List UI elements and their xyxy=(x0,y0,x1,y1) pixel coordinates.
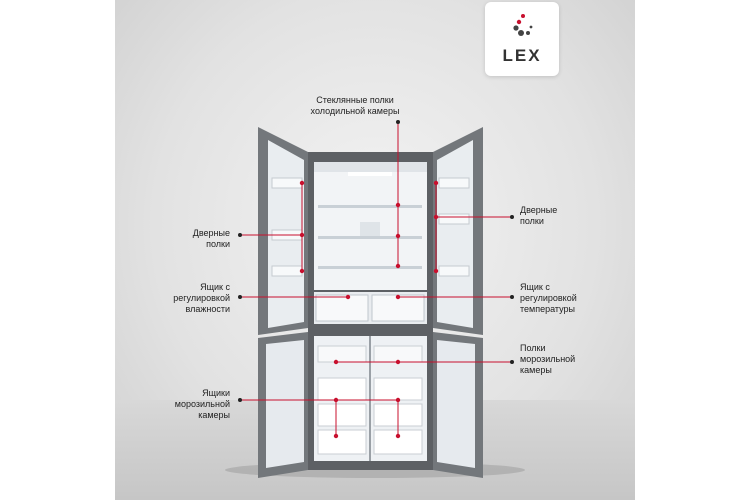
callout-humidity-drawer: Ящик с регулировкой влажности xyxy=(173,282,230,314)
freezer-drawer xyxy=(317,403,367,427)
callout-dots xyxy=(238,120,514,402)
glass-shelf xyxy=(318,205,422,208)
callout-freezer-shelves: Полки морозильной камеры xyxy=(520,343,576,375)
callout-temperature-drawer: Ящик с регулировкой температуры xyxy=(520,282,577,314)
callout-glass-shelves: Стеклянные полки холодильной камеры xyxy=(310,95,400,116)
freezer-drawer xyxy=(317,429,367,455)
humidity-drawer xyxy=(315,294,369,322)
brand-name: LEX xyxy=(502,46,542,65)
glass-shelf xyxy=(318,236,422,239)
marker-dots xyxy=(299,180,439,439)
callout-door-shelves-left: Дверные полки xyxy=(192,228,230,249)
glass-shelf xyxy=(318,266,422,269)
callout-freezer-drawers: Ящики морозильной камеры xyxy=(174,388,230,420)
temperature-drawer xyxy=(371,294,425,322)
callout-lines xyxy=(240,122,512,436)
lex-logo-icon xyxy=(513,14,533,36)
freezer-drawer xyxy=(373,377,423,401)
callout-door-shelves-right: Дверные полки xyxy=(520,205,558,226)
freezer-drawer xyxy=(317,377,367,401)
brand-logo-card: LEX xyxy=(485,2,559,76)
